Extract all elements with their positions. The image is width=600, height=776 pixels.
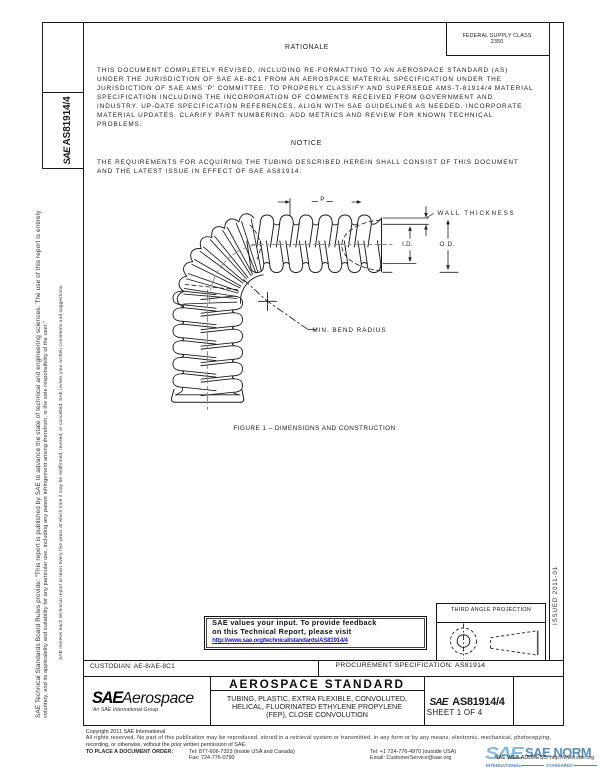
- fsc-label: FEDERAL SUPPLY CLASS: [462, 32, 532, 39]
- frame-top-border: [42, 21, 564, 23]
- third-angle-projection-box: THIRD ANGLE PROJECTION: [436, 603, 546, 661]
- third-angle-projection-symbol: [450, 623, 539, 659]
- document-number: AS81914/4: [452, 695, 505, 708]
- custodian-row-divider: [318, 660, 319, 677]
- footer-web-address[interactable]: SAE WEB ADDRESS: http://www.sae.org: [495, 755, 595, 762]
- feedback-box-inner-border: [205, 617, 425, 648]
- footer-rights-line2: recording, or otherwise, without the pri…: [85, 742, 247, 749]
- sae-logo-tagline: An SAE International Group: [92, 707, 159, 714]
- rationale-text-line: JURISDICTION OF SAE AMS 'P' COMMITTEE. T…: [97, 84, 534, 92]
- footer-rights-line1: All rights reserved. No part of this pub…: [85, 735, 552, 742]
- fsc-box-left-border: [445, 21, 447, 56]
- title-block-divider-1: [209, 677, 211, 725]
- tab-column-left-border: [42, 21, 43, 169]
- notice-heading: NOTICE: [290, 138, 323, 148]
- rationale-text-line: PROBLEMS.: [97, 121, 143, 129]
- rationale-heading: RATIONALE: [285, 44, 329, 52]
- title-block-divider-2: [424, 677, 426, 725]
- sae-logo-docnum: SAE: [429, 696, 449, 708]
- notice-text-line: THE REQUIREMENTS FOR ACQUIRING THE TUBIN…: [97, 158, 519, 166]
- content-left-border: [82, 21, 84, 726]
- custodian-row-top-border: [82, 660, 564, 662]
- footer-email[interactable]: Email: CustomerService@sae.org: [370, 755, 452, 762]
- feedback-url-link[interactable]: http://www.sae.org/technical/standards/A…: [212, 637, 348, 645]
- aerospace-logo-text: Aerospace: [121, 689, 194, 707]
- sae-aerospace-logo: SAEAerospace: [92, 689, 194, 708]
- rationale-text-line: MATERIAL UPDATES. CLARIFY PART NUMBERING…: [97, 112, 494, 120]
- footer-tel-outside: Tel: +1 724-776-4970 (outside USA): [370, 748, 457, 755]
- footer-fax: Fax: 724-776-0790: [189, 755, 235, 762]
- title-block-divider-3: [513, 677, 515, 725]
- feedback-text-line1: SAE values your input. To provide feedba…: [212, 617, 377, 627]
- footer-copyright: Copyright 2011 SAE International: [85, 728, 166, 735]
- rationale-text-line: INDUSTRY. UP-DATE SPECIFICATION REFERENC…: [97, 103, 523, 111]
- footer-tel-inside: Tel: 877-606-7323 (inside USA and Canada…: [189, 748, 295, 755]
- footer-order-label: TO PLACE A DOCUMENT ORDER:: [85, 748, 174, 755]
- document-title-line3: (FEP), CLOSE CONVOLUTION: [266, 709, 368, 719]
- wall-thickness-label: WALL THICKNESS: [437, 209, 516, 217]
- inner-diameter-label: I.D.: [402, 241, 413, 249]
- feedback-text-line2: on this Technical Report, please visit: [212, 627, 352, 637]
- tab-box-top-border: [42, 91, 84, 93]
- rationale-text-line: SPECIFICATION INCLUDING THE INCORPORATIO…: [97, 93, 494, 101]
- custodian-label: CUSTODIAN: AE-8/AE-8C1: [90, 662, 175, 670]
- rationale-text-line: THIS DOCUMENT COMPLETELY REVISED, INCLUD…: [97, 66, 509, 74]
- outer-diameter-label: O.D.: [439, 241, 456, 249]
- title-block-top-border: [82, 675, 564, 678]
- fsc-box-bottom-border: [445, 55, 550, 56]
- sae-logo-text: SAE: [92, 688, 123, 707]
- procurement-spec-label: PROCUREMENT SPECIFICATION: AS81914: [335, 662, 486, 669]
- issued-date-label: ISSUED 2011-01: [551, 566, 559, 625]
- convoluted-tube-drawing: [170, 198, 459, 412]
- pitch-label: P: [320, 196, 325, 204]
- title-block-bottom-border: [82, 724, 564, 727]
- third-angle-projection-label: THIRD ANGLE PROJECTION: [437, 604, 545, 623]
- document-title-line1: TUBING, PLASTIC, EXTRA FLEXIBLE, CONVOLU…: [226, 693, 408, 703]
- rationale-text-line: UNDER THE JURISDICTION OF SAE AE-8C1 FRO…: [97, 75, 502, 83]
- feedback-box: SAE values your input. To provide feedba…: [204, 616, 427, 650]
- tab-box-bottom-border: [42, 167, 84, 169]
- document-title-line2: HELICAL, FLUORINATED ETHYLENE PROPYLENE: [231, 701, 402, 711]
- notice-text-line: AND THE LATEST ISSUE IN EFFECT OF SAE AS…: [97, 168, 303, 175]
- sheet-number: SHEET 1 OF 4: [426, 707, 483, 717]
- fsc-value: 2350: [490, 39, 504, 46]
- min-bend-radius-label: MIN. BEND RADIUS: [312, 327, 387, 335]
- figure-caption: FIGURE 1 – DIMENSIONS AND CONSTRUCTION: [233, 424, 396, 432]
- page-right-border: [562, 21, 564, 726]
- aerospace-standard-rule: [210, 690, 424, 691]
- aerospace-standard-heading: AEROSPACE STANDARD: [229, 676, 405, 691]
- issued-column-left-border: [548, 21, 550, 661]
